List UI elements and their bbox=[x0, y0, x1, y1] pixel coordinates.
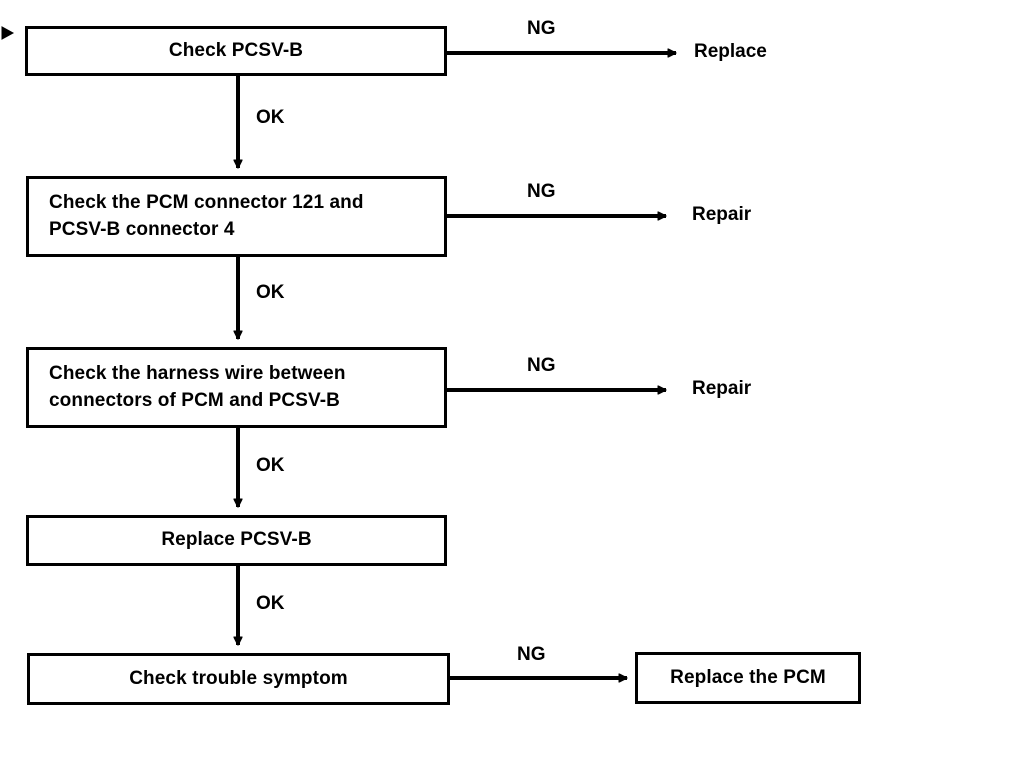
node-replace-the-pcm[interactable]: Replace the PCM bbox=[635, 652, 861, 704]
terminal-repair-3: Repair bbox=[692, 378, 752, 399]
edge-label-ng-1: NG bbox=[527, 18, 556, 39]
node-replace-pcsv-b-label: Replace PCSV-B bbox=[161, 529, 312, 551]
node-check-harness-wire-label-line1: Check the harness wire between bbox=[49, 362, 346, 384]
edge-label-ng-2: NG bbox=[527, 181, 556, 202]
node-replace-pcsv-b[interactable]: Replace PCSV-B bbox=[26, 515, 447, 566]
edge-label-ok-4: OK bbox=[256, 593, 285, 614]
terminal-repair-2: Repair bbox=[692, 204, 752, 225]
node-check-pcsv-b-label: Check PCSV-B bbox=[168, 39, 304, 61]
node-check-pcm-connector-label-line2: PCSV-B connector 4 bbox=[49, 218, 235, 240]
edge-label-ng-3: NG bbox=[527, 355, 556, 376]
node-check-pcm-connector[interactable]: Check the PCM connector 121 and PCSV-B c… bbox=[26, 176, 447, 257]
edge-label-ng-4: NG bbox=[517, 644, 546, 665]
node-check-pcsv-b[interactable]: Check PCSV-B bbox=[25, 26, 447, 76]
node-check-trouble-symptom-label: Check trouble symptom bbox=[129, 667, 348, 689]
node-check-trouble-symptom[interactable]: Check trouble symptom bbox=[27, 653, 450, 705]
terminal-replace-1: Replace bbox=[694, 41, 767, 62]
node-replace-the-pcm-label: Replace the PCM bbox=[670, 666, 826, 688]
edge-label-ok-2: OK bbox=[256, 282, 285, 303]
node-check-harness-wire[interactable]: Check the harness wire between connector… bbox=[26, 347, 447, 428]
node-check-pcm-connector-label-line1: Check the PCM connector 121 and bbox=[49, 191, 364, 213]
edge-label-ok-1: OK bbox=[256, 107, 285, 128]
entry-arrow-icon bbox=[1, 26, 15, 40]
node-check-harness-wire-label-line2: connectors of PCM and PCSV-B bbox=[49, 389, 341, 411]
edge-label-ok-3: OK bbox=[256, 455, 285, 476]
